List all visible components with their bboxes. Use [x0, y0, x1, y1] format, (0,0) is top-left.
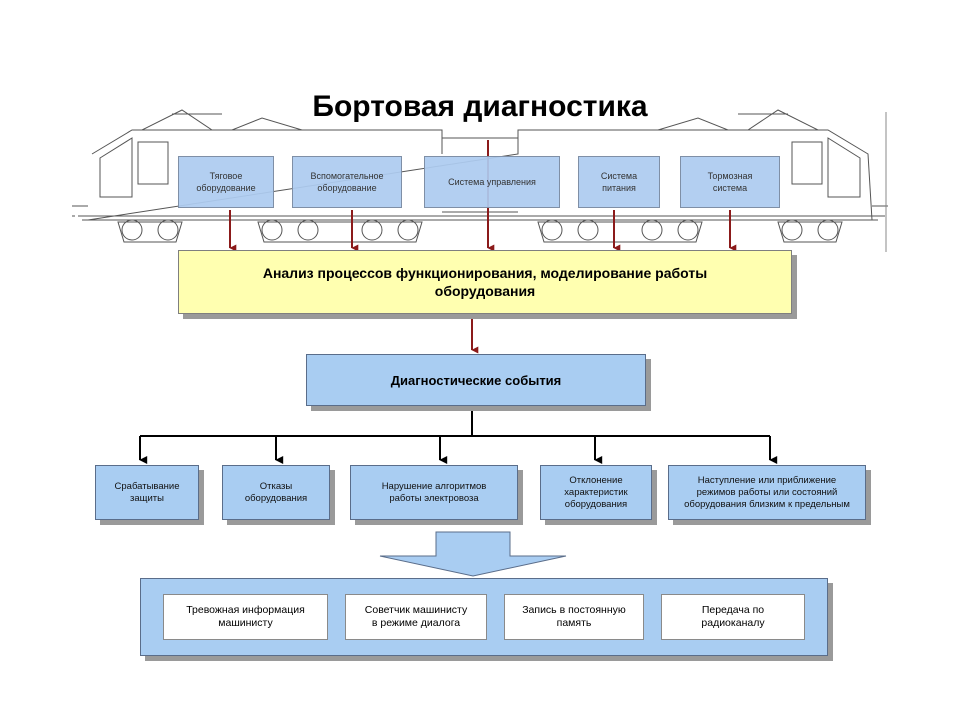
- output-box-radio: Передача по радиоканалу: [661, 594, 805, 640]
- analysis-box: Анализ процессов функционирования, модел…: [178, 250, 792, 314]
- source-box-power: Система питания: [578, 156, 660, 208]
- diagnostic-events-box: Диагностические события: [306, 354, 646, 406]
- source-box-auxiliary: Вспомогательное оборудование: [292, 156, 402, 208]
- event-box-failures: Отказы оборудования: [222, 465, 330, 520]
- source-box-traction: Тяговое оборудование: [178, 156, 274, 208]
- source-box-brakes: Тормозная система: [680, 156, 780, 208]
- big-down-arrow: [379, 531, 567, 577]
- source-box-control: Система управления: [424, 156, 560, 208]
- event-box-protection: Срабатывание защиты: [95, 465, 199, 520]
- event-box-algorithm-violation: Нарушение алгоритмов работы электровоза: [350, 465, 518, 520]
- output-box-advisor: Советчик машинисту в режиме диалога: [345, 594, 487, 640]
- page-title: Бортовая диагностика: [312, 90, 648, 123]
- output-box-memory: Запись в постоянную память: [504, 594, 644, 640]
- locomotive-drawing: [72, 109, 888, 252]
- event-box-limit-modes: Наступление или приближение режимов рабо…: [668, 465, 866, 520]
- event-box-deviation: Отклонение характеристик оборудования: [540, 465, 652, 520]
- output-box-alarm: Тревожная информация машинисту: [163, 594, 328, 640]
